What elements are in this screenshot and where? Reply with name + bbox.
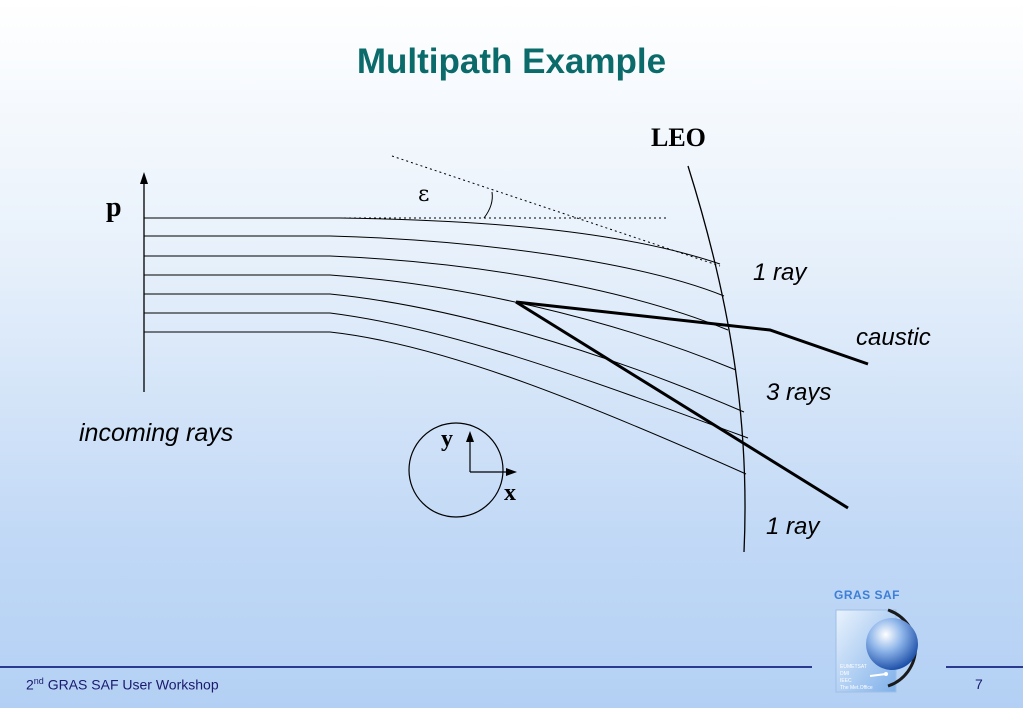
caustic-label: caustic xyxy=(856,324,931,351)
page-number: 7 xyxy=(975,676,983,692)
gras-saf-logo: GRAS SAF EUMETSAT DMI IEEC The Met.Offic… xyxy=(826,588,946,698)
caustic-upper-branch xyxy=(515,300,869,366)
ray-6 xyxy=(144,312,749,439)
leo-label: LEO xyxy=(651,123,706,152)
x-arrowhead xyxy=(506,468,517,476)
logo-text-line-2: DMI xyxy=(840,671,849,677)
logo-globe xyxy=(866,618,918,670)
caustic-curve xyxy=(515,300,869,510)
footer-divider-right xyxy=(946,666,1023,668)
logo-title: GRAS SAF xyxy=(834,588,901,602)
coordinate-circle xyxy=(408,422,504,518)
logo-text-line-3: IEEC xyxy=(840,678,852,684)
epsilon-angle-arc xyxy=(483,191,493,219)
ray-1 xyxy=(144,217,721,265)
ray-4 xyxy=(144,274,737,371)
logo-satellite-streak xyxy=(869,673,887,677)
ray-5 xyxy=(144,293,745,413)
footer-workshop-title: 2nd GRAS SAF User Workshop xyxy=(26,676,219,693)
ray-2 xyxy=(144,235,725,297)
incoming-rays-label: incoming rays xyxy=(79,419,233,447)
one-ray-top-label: 1 ray xyxy=(753,259,808,286)
logo-text-line-1: EUMETSAT xyxy=(840,664,867,670)
page-title: Multipath Example xyxy=(356,42,667,81)
logo-text-line-4: The Met.Office xyxy=(840,685,873,691)
logo-graphic: EUMETSAT DMI IEEC The Met.Office xyxy=(835,608,918,693)
three-rays-label: 3 rays xyxy=(766,379,831,406)
p-label: p xyxy=(106,192,122,223)
one-ray-bottom-label: 1 ray xyxy=(766,513,821,540)
logo-satellite-dot xyxy=(884,672,888,676)
y-arrowhead xyxy=(466,431,474,442)
y-axis-label: y xyxy=(441,426,453,452)
caustic-lower-branch xyxy=(515,300,849,510)
ray-3 xyxy=(144,255,729,331)
epsilon-label: ε xyxy=(418,182,429,207)
p-axis-arrowhead xyxy=(140,172,148,184)
x-axis-label: x xyxy=(504,480,516,506)
ray-7 xyxy=(144,331,747,475)
leo-orbit xyxy=(687,165,746,553)
footer-divider-left xyxy=(0,666,812,668)
